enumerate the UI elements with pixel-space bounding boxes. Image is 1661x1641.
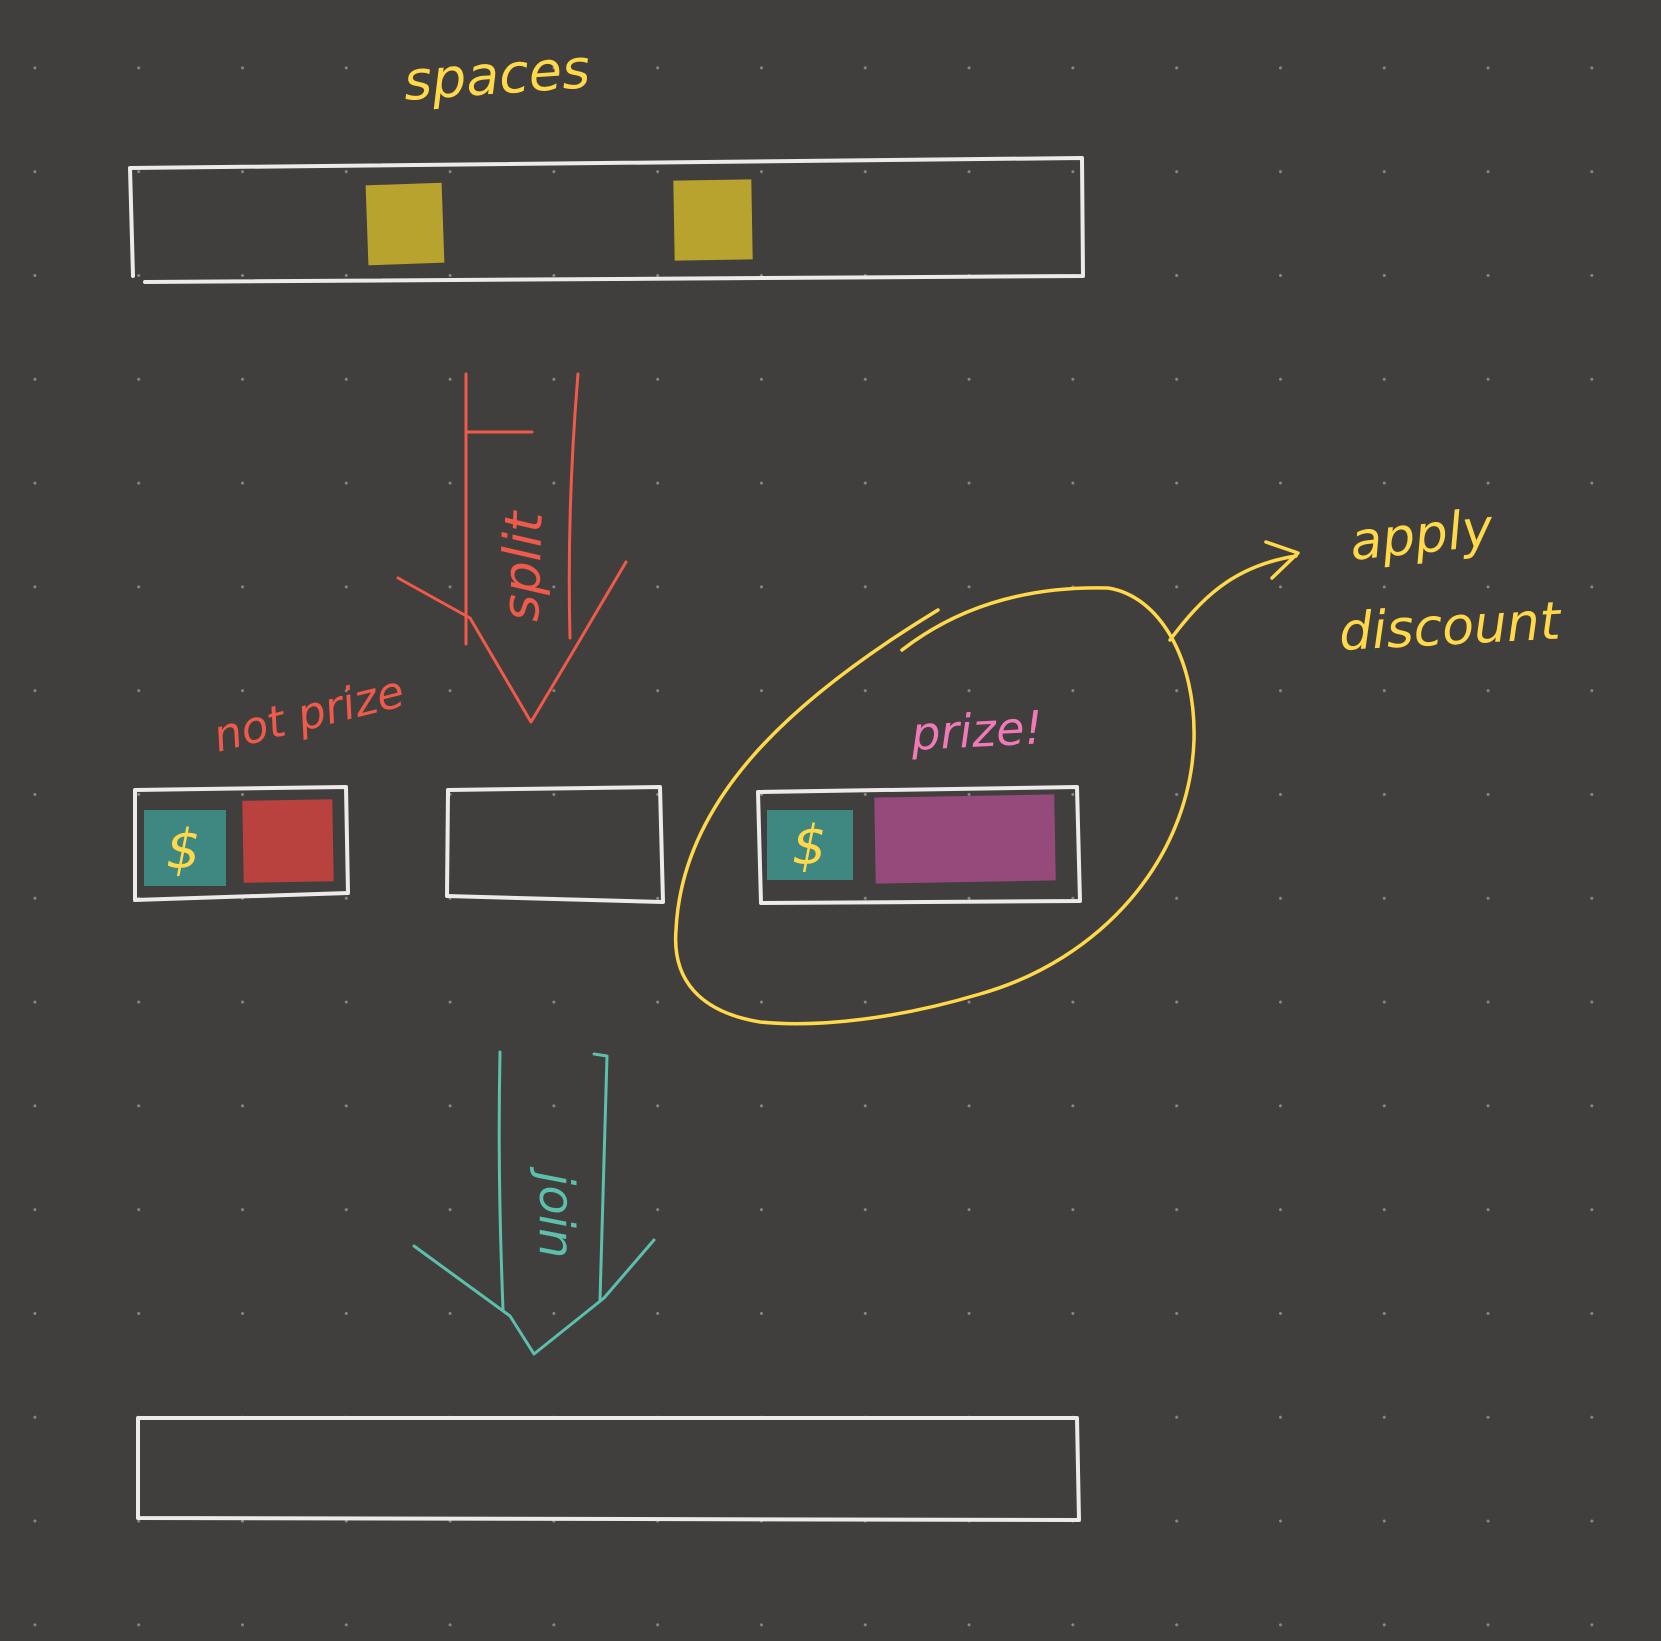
join-label: join xyxy=(528,1166,584,1258)
apply-discount-label: apply discount xyxy=(1338,498,1564,663)
spaces-list-box xyxy=(128,156,1085,284)
split-arrow-icon xyxy=(396,372,628,724)
not-prize-item-block xyxy=(242,799,334,883)
apply-discount-label-line-2: discount xyxy=(1338,591,1564,663)
not-prize-box: $ xyxy=(133,785,350,902)
callout-arrow-icon xyxy=(1168,540,1300,642)
apply-discount-label-line-1: apply xyxy=(1347,498,1497,573)
price-tag-block xyxy=(767,810,853,880)
prize-item-block xyxy=(874,794,1056,884)
prize-box: $ xyxy=(756,785,1082,905)
space-block-1 xyxy=(365,182,445,266)
result-list-box xyxy=(136,1416,1081,1522)
prize-highlight-loop xyxy=(673,586,1196,1026)
space-block-2 xyxy=(673,179,753,261)
price-tag-block xyxy=(144,810,226,886)
spaces-list xyxy=(128,156,1085,284)
join-arrow-icon xyxy=(412,1050,656,1356)
spaces-label: spaces xyxy=(402,37,593,113)
price-symbol: $ xyxy=(792,814,826,877)
prize-label: prize! xyxy=(909,700,1044,761)
price-symbol: $ xyxy=(166,818,200,881)
not-prize-label: not prize xyxy=(208,666,409,763)
empty-box xyxy=(445,785,665,904)
split-label: split xyxy=(491,509,555,622)
